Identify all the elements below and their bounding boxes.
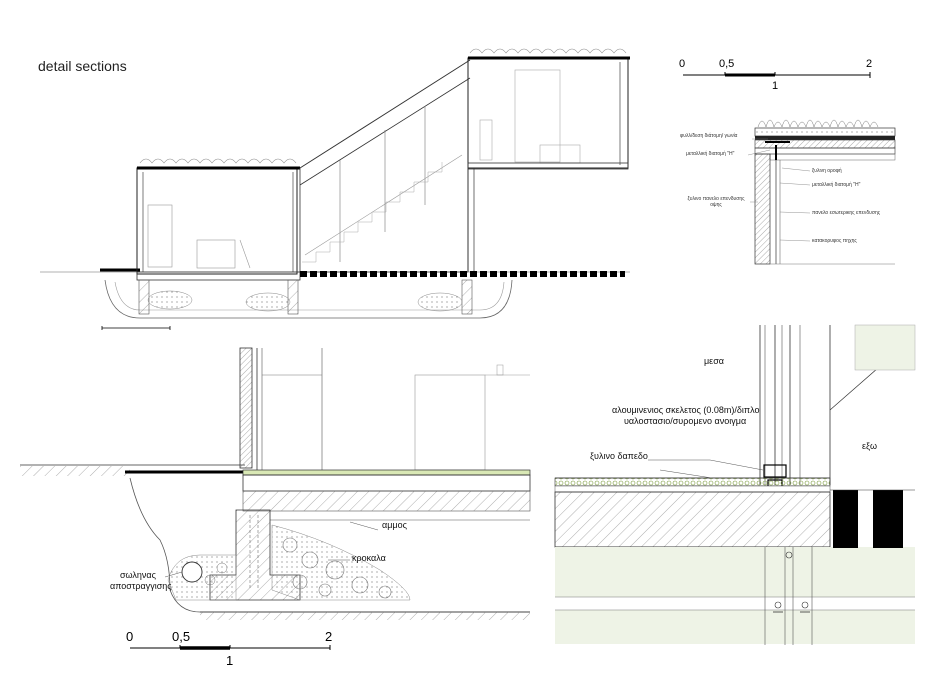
inside-label: μεσα	[704, 356, 724, 366]
gravel-label: κροκαλα	[352, 553, 386, 563]
wall-label-7: κατακορυφος πηχης	[812, 238, 857, 244]
frame-label-line1: αλουμινενιος σκελετος (0.08m)/διπλο	[612, 405, 760, 415]
wall-label-1: φυλλ/δεση διάτομη/ γωνία	[680, 133, 738, 139]
scale-bar-top-right	[683, 72, 871, 78]
scale-bar-bottom-left	[130, 645, 331, 650]
wall-label-5: ξυλινο πανελο επενδυσης οψης	[687, 196, 745, 208]
frame-label-line2: υαλοστασιο/συρομενο ανοιγμα	[624, 416, 747, 426]
wood-floor-label: ξυλινο δαπεδο	[590, 451, 648, 461]
drain-label-line2: αποστραγγισης	[110, 581, 172, 591]
wall-label-6: πανελο εσωτερικης επενδυσης	[812, 210, 881, 216]
drain-label-line1: σωληνας	[120, 570, 156, 580]
scale-bl-label-0: 0	[126, 629, 134, 644]
page-title: detail sections	[38, 58, 127, 74]
scale-label-1: 1	[772, 80, 779, 92]
scale-label-05: 0,5	[719, 58, 735, 70]
scale-bl-label-2: 2	[325, 629, 333, 644]
scale-label-2: 2	[866, 58, 873, 70]
floor-frame-detail	[554, 324, 916, 645]
wall-label-2: μεταλλική διατομή "Η"	[686, 151, 735, 157]
scale-bl-label-05: 0,5	[172, 629, 191, 644]
sand-label: αμμος	[382, 520, 407, 530]
scale-label-0: 0	[679, 58, 686, 70]
wall-label-3: ξυλινη οροφή	[812, 168, 842, 174]
foundation-detail	[20, 347, 531, 620]
scale-bl-label-1: 1	[226, 653, 234, 668]
wall-roof-detail	[747, 119, 896, 265]
wall-label-4: μεταλλική διατομή "Η"	[812, 182, 861, 188]
main-section	[40, 48, 630, 330]
outside-label: εξω	[862, 441, 878, 451]
